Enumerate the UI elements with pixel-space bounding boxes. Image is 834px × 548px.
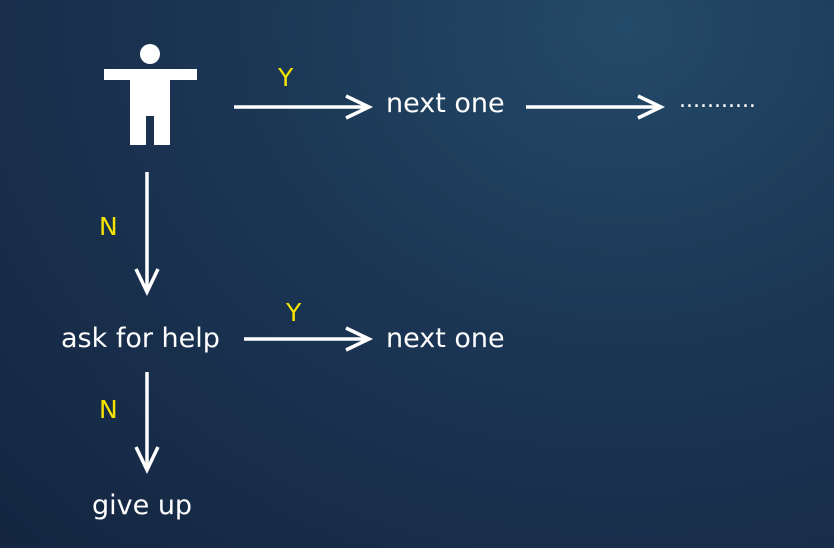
arrow-person-ask xyxy=(134,172,160,297)
label-n2: N xyxy=(99,395,118,424)
arrow-person-next xyxy=(234,94,374,120)
node-ellipsis: ........... xyxy=(679,88,756,113)
node-next-one-2: next one xyxy=(386,323,505,354)
node-next-one-1: next one xyxy=(386,88,505,119)
arrow-next-dots xyxy=(526,94,666,120)
label-y2: Y xyxy=(286,298,302,327)
node-ask-for-help: ask for help xyxy=(61,323,220,354)
label-y1: Y xyxy=(278,63,294,92)
person-icon xyxy=(104,44,197,145)
arrow-ask-give xyxy=(134,372,160,475)
arrow-ask-next xyxy=(244,326,374,352)
label-n1: N xyxy=(99,212,118,241)
node-give-up: give up xyxy=(92,490,193,521)
